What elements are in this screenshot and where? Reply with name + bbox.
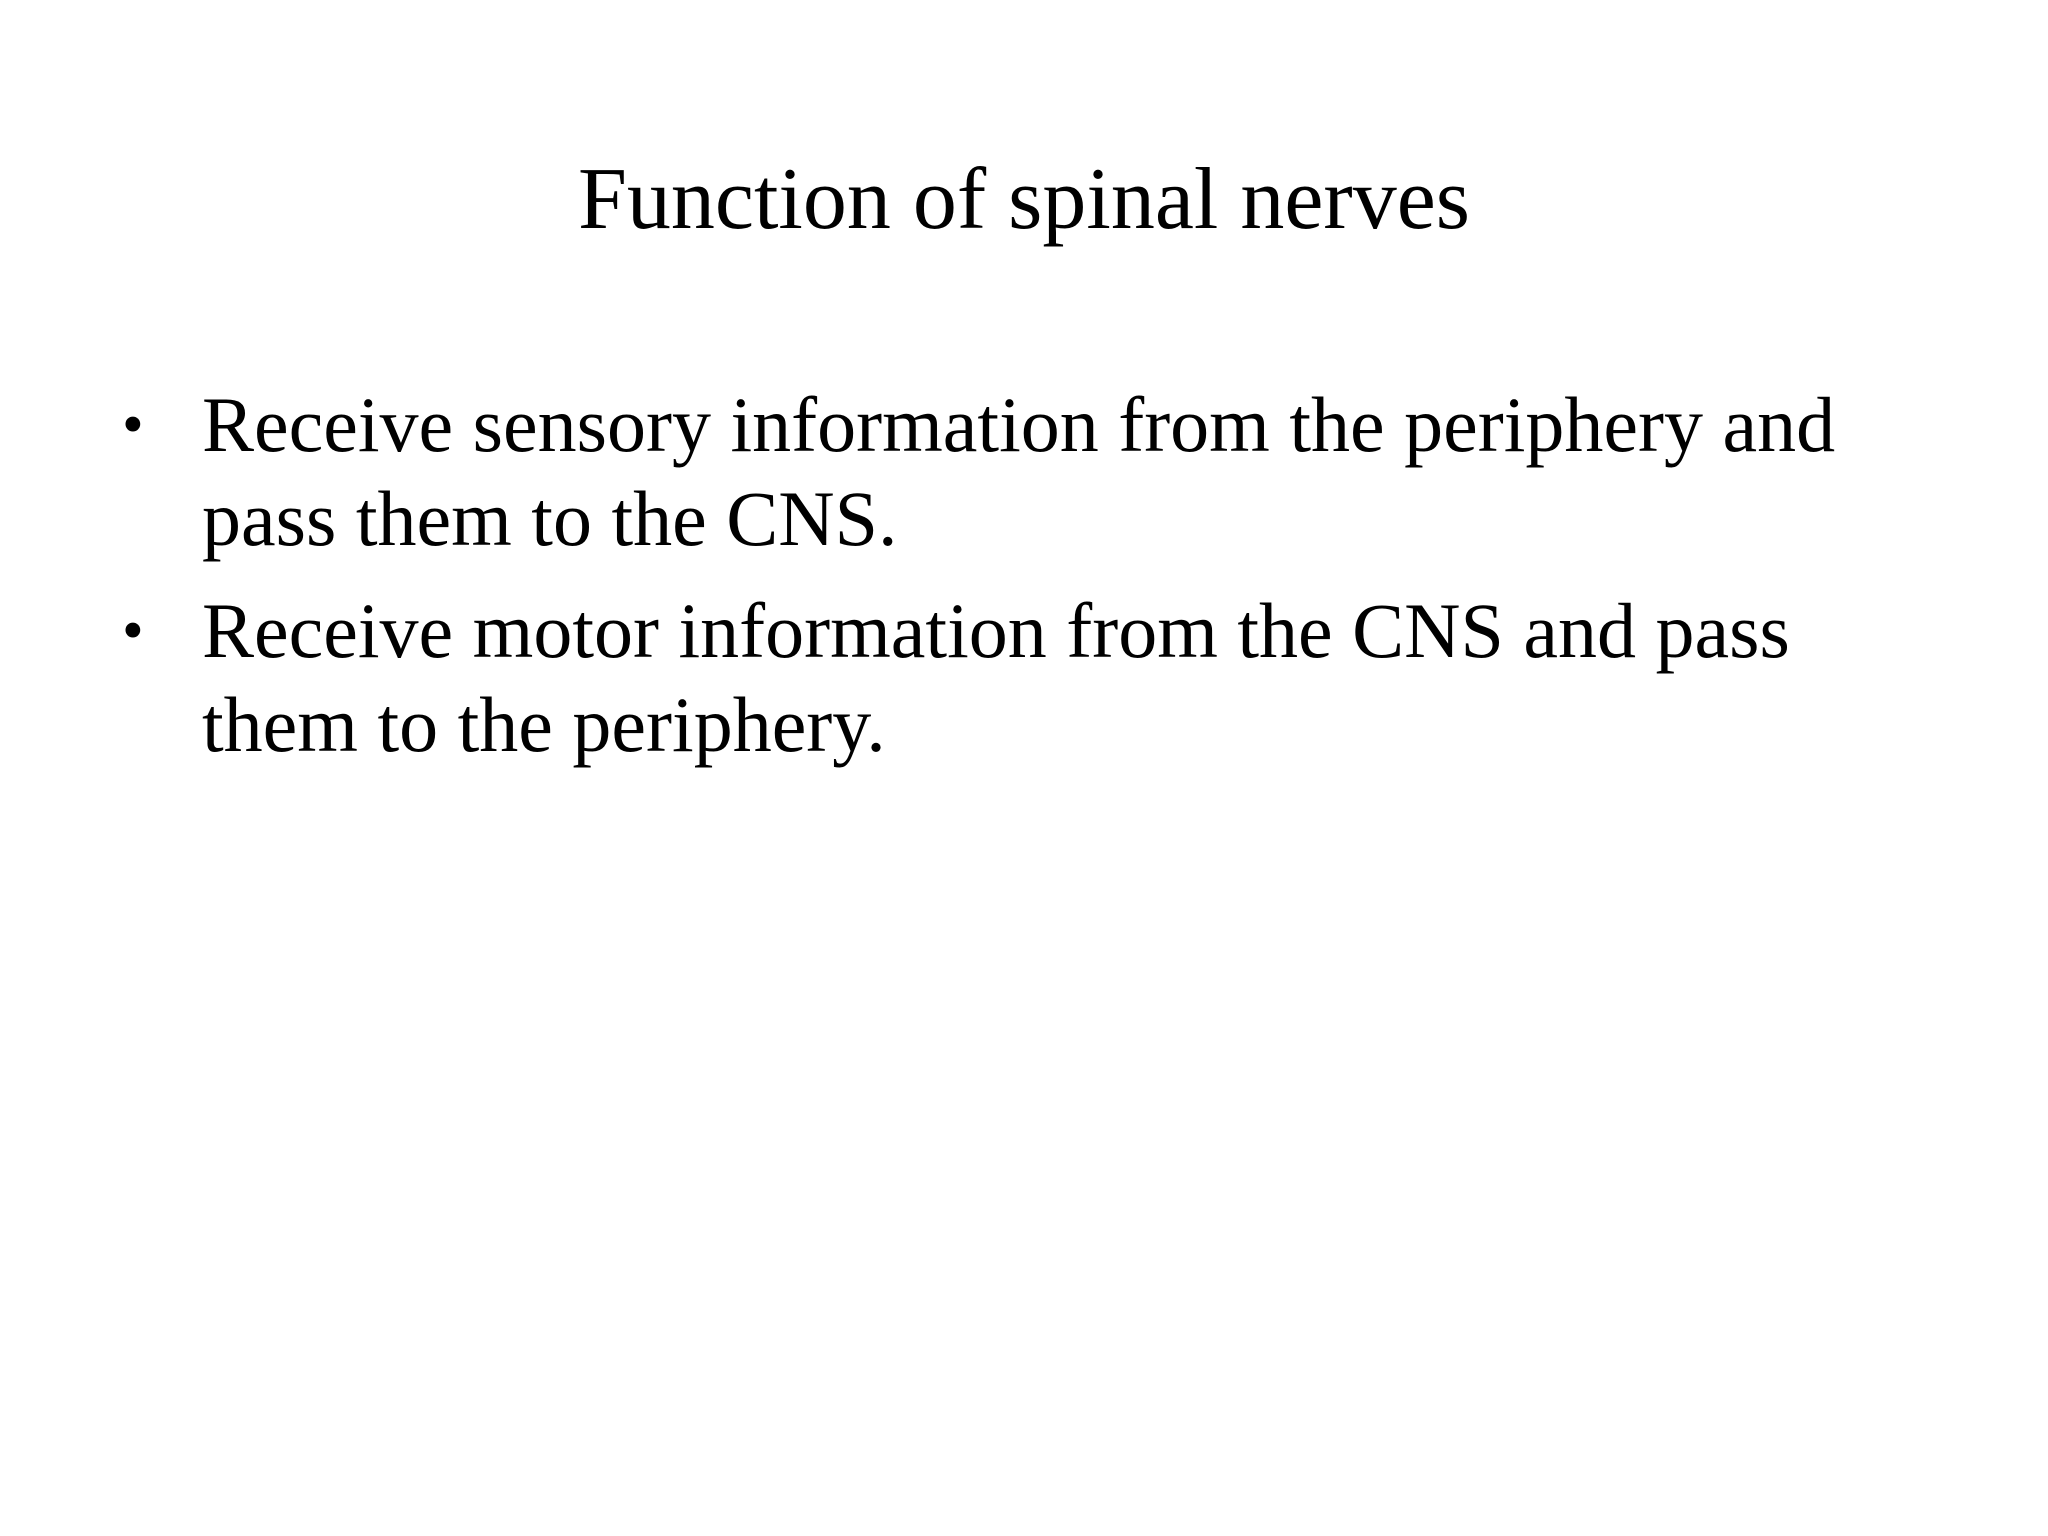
bullet-item-motor: • Receive motor information from the CNS… bbox=[122, 584, 1922, 772]
bullet-list: • Receive sensory information from the p… bbox=[122, 378, 1922, 790]
bullet-text: Receive motor information from the CNS a… bbox=[202, 587, 1790, 768]
bullet-text: Receive sensory information from the per… bbox=[202, 381, 1836, 562]
bullet-item-sensory: • Receive sensory information from the p… bbox=[122, 378, 1922, 566]
bullet-dot-icon: • bbox=[122, 597, 144, 665]
slide-title: Function of spinal nerves bbox=[577, 151, 1471, 248]
bullet-dot-icon: • bbox=[122, 391, 144, 459]
